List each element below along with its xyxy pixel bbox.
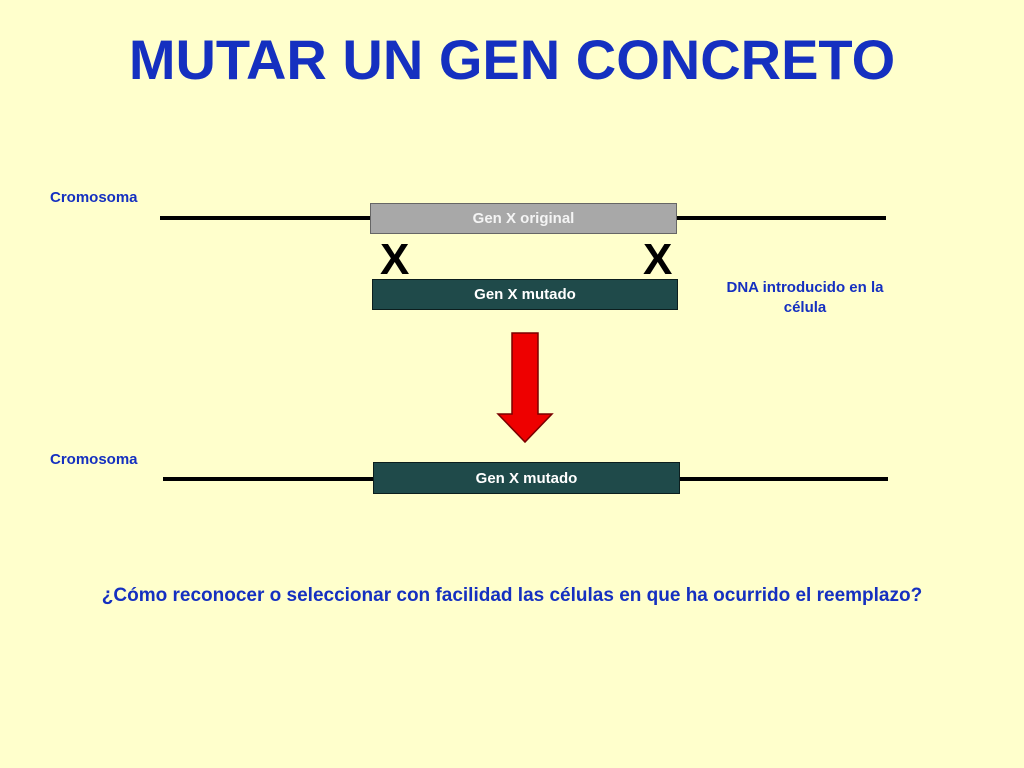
introduced-gene-box: Gen X mutado (372, 279, 678, 310)
question-text: ¿Cómo reconocer o seleccionar con facili… (101, 585, 923, 606)
chromosome-label-top: Cromosoma (50, 189, 138, 206)
crossover-mark-right: X (643, 235, 673, 284)
original-gene-box: Gen X original (370, 203, 677, 234)
chromosome-label-bottom: Cromosoma (50, 451, 138, 468)
chromosome-line-top-right (676, 216, 886, 220)
chromosome-line-top-left (160, 216, 372, 220)
introduced-dna-label: DNA introducido en la célula (726, 279, 884, 316)
down-arrow-icon (496, 332, 554, 444)
chromosome-line-bottom-right (678, 477, 888, 481)
chromosome-line-bottom-left (163, 477, 375, 481)
result-gene-box: Gen X mutado (373, 462, 680, 494)
crossover-mark-left: X (380, 235, 410, 284)
page-title: MUTAR UN GEN CONCRETO (128, 28, 896, 91)
